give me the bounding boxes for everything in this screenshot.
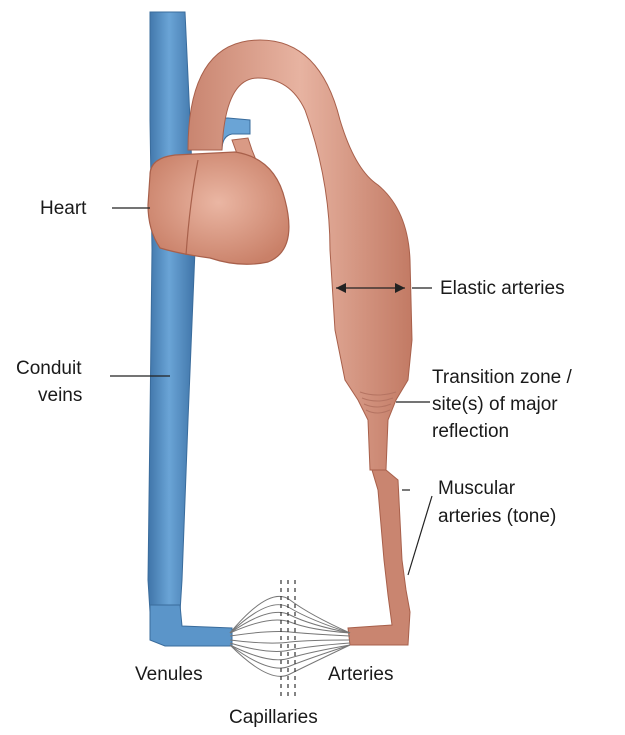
label-heart: Heart [40, 198, 87, 219]
heart-shape [148, 152, 289, 264]
conduit-vein [148, 12, 195, 612]
label-conduit-veins-2: veins [38, 385, 82, 406]
label-elastic-arteries: Elastic arteries [440, 278, 565, 299]
label-capillaries: Capillaries [229, 707, 318, 728]
capillary-dashed-lines [281, 580, 295, 700]
label-transition-2: site(s) of major [432, 394, 558, 415]
venule-vessel [150, 605, 232, 646]
label-transition-3: reflection [432, 421, 509, 442]
muscular-leader [408, 496, 432, 575]
muscular-artery [348, 470, 410, 645]
label-conduit-veins-1: Conduit [16, 358, 82, 379]
label-muscular-2: arteries (tone) [438, 506, 556, 527]
label-arteries: Arteries [328, 664, 393, 685]
label-transition-1: Transition zone / [432, 367, 572, 388]
label-muscular-1: Muscular [438, 478, 516, 499]
label-venules: Venules [135, 664, 203, 685]
